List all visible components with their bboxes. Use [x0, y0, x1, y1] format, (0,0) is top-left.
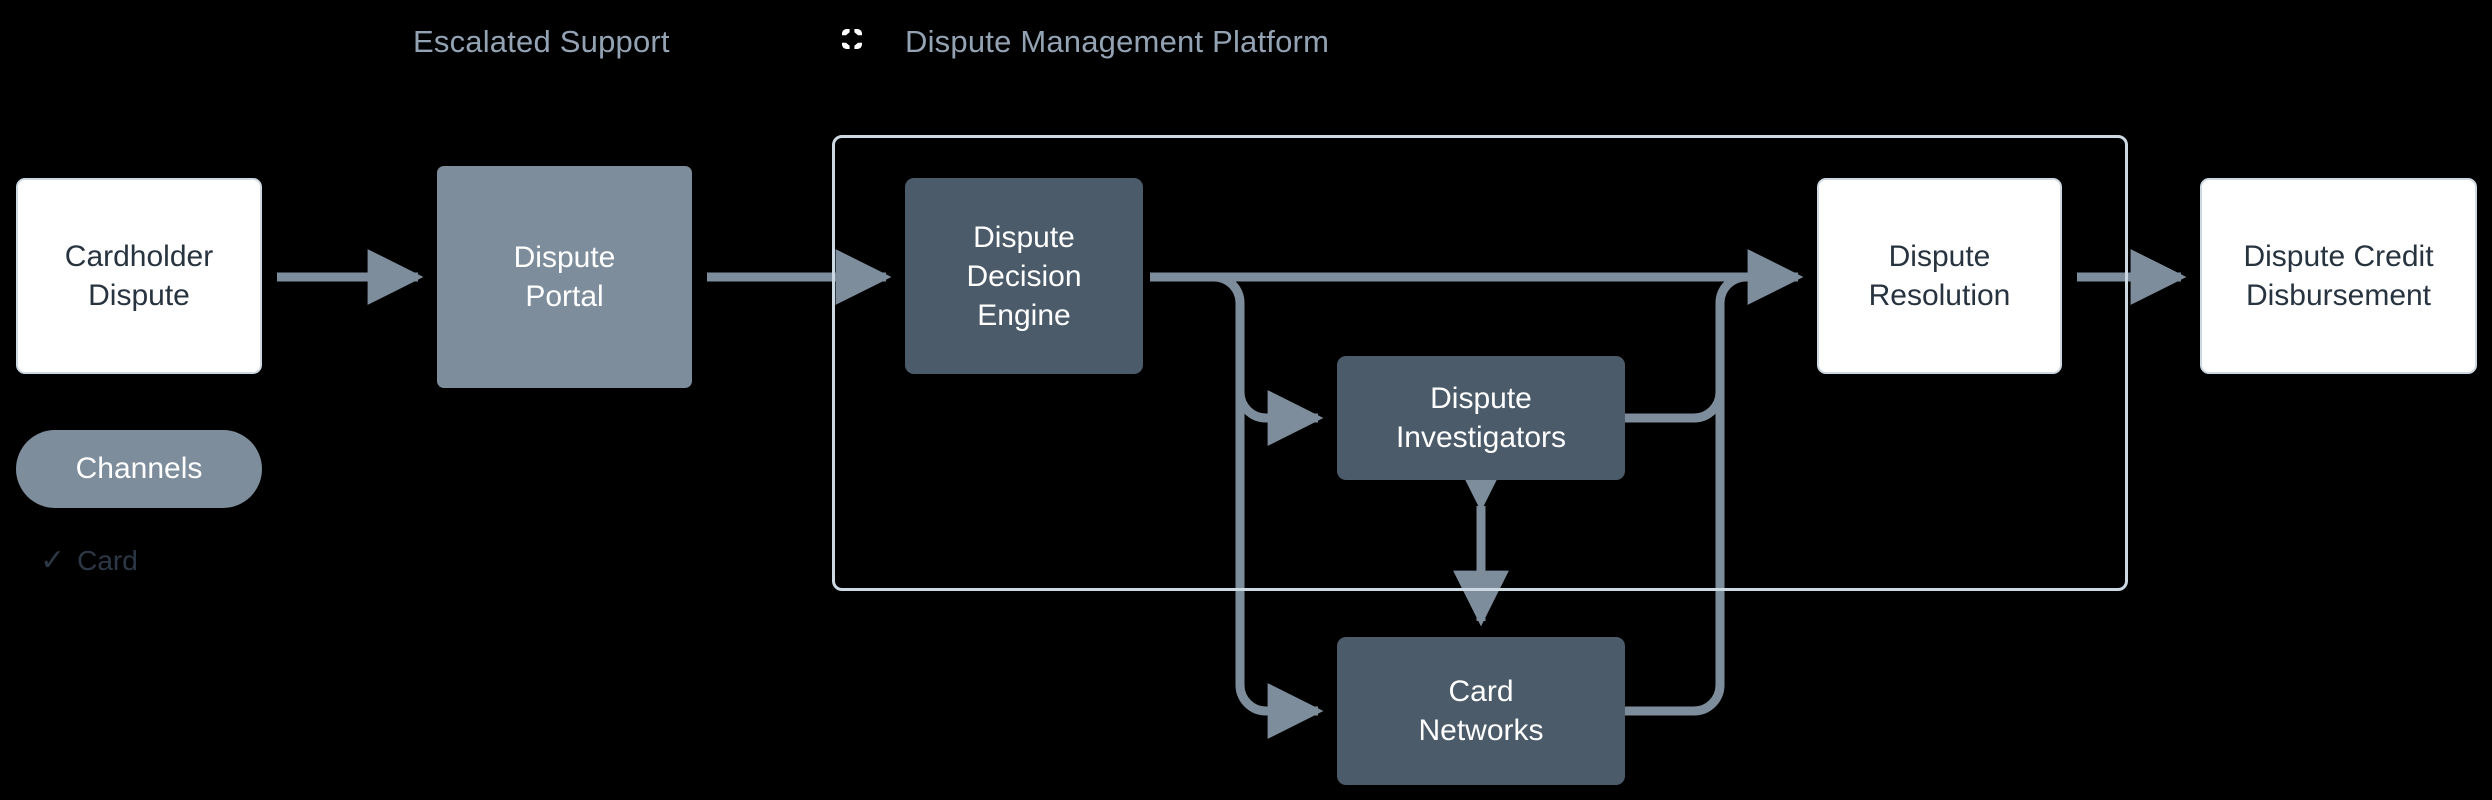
label-line: Dispute	[973, 220, 1075, 254]
channel-legend-item-card[interactable]: ✓ Card	[40, 545, 138, 577]
label-line: Networks	[1418, 714, 1544, 747]
node-card-networks-label: Card Networks	[1410, 672, 1551, 750]
channel-legend-item-card-label: Card	[77, 545, 138, 576]
channels-pill-label: Channels	[75, 452, 203, 485]
label-line: Dispute	[513, 241, 616, 274]
node-dispute-investigators-label: Dispute Investigators	[1388, 379, 1574, 457]
platform-title-label: Dispute Management Platform	[905, 24, 1330, 59]
label-line: Portal	[525, 280, 604, 313]
label-line: Decision	[966, 259, 1082, 293]
label-line: Resolution	[1868, 279, 2011, 312]
node-dispute-credit-disbursement[interactable]: Dispute Credit Disbursement	[2200, 178, 2477, 374]
label-line: Dispute	[1888, 240, 1991, 273]
label-line: Disbursement	[2245, 279, 2432, 312]
node-dispute-credit-disbursement-label: Dispute Credit Disbursement	[2235, 237, 2441, 315]
node-dispute-decision-engine[interactable]: Dispute Decision Engine	[905, 178, 1143, 374]
label-line: Cardholder	[64, 240, 214, 273]
node-dispute-portal[interactable]: Dispute Portal	[437, 166, 692, 388]
channels-pill[interactable]: Channels	[16, 430, 262, 508]
node-cardholder-dispute[interactable]: Cardholder Dispute	[16, 178, 262, 374]
label-line: Investigators	[1395, 421, 1567, 454]
node-dispute-portal-label: Dispute Portal	[506, 238, 624, 316]
label-line: Card	[1448, 675, 1514, 708]
node-dispute-decision-engine-label: Dispute Decision Engine	[958, 218, 1089, 335]
node-dispute-resolution[interactable]: Dispute Resolution	[1817, 178, 2062, 374]
label-line: Dispute	[88, 279, 190, 312]
node-dispute-resolution-label: Dispute Resolution	[1861, 237, 2019, 315]
label-line: Dispute	[1430, 382, 1532, 415]
escalated-support-label: Escalated Support	[413, 24, 670, 59]
label-line: Dispute Credit	[2243, 240, 2434, 273]
node-card-networks[interactable]: Card Networks	[1337, 637, 1625, 785]
label-line: Engine	[977, 298, 1071, 332]
node-dispute-investigators[interactable]: Dispute Investigators	[1337, 356, 1625, 480]
checkmark-icon: ✓	[40, 544, 66, 577]
quatrefoil-icon	[838, 25, 866, 53]
node-cardholder-dispute-label: Cardholder Dispute	[57, 237, 221, 315]
